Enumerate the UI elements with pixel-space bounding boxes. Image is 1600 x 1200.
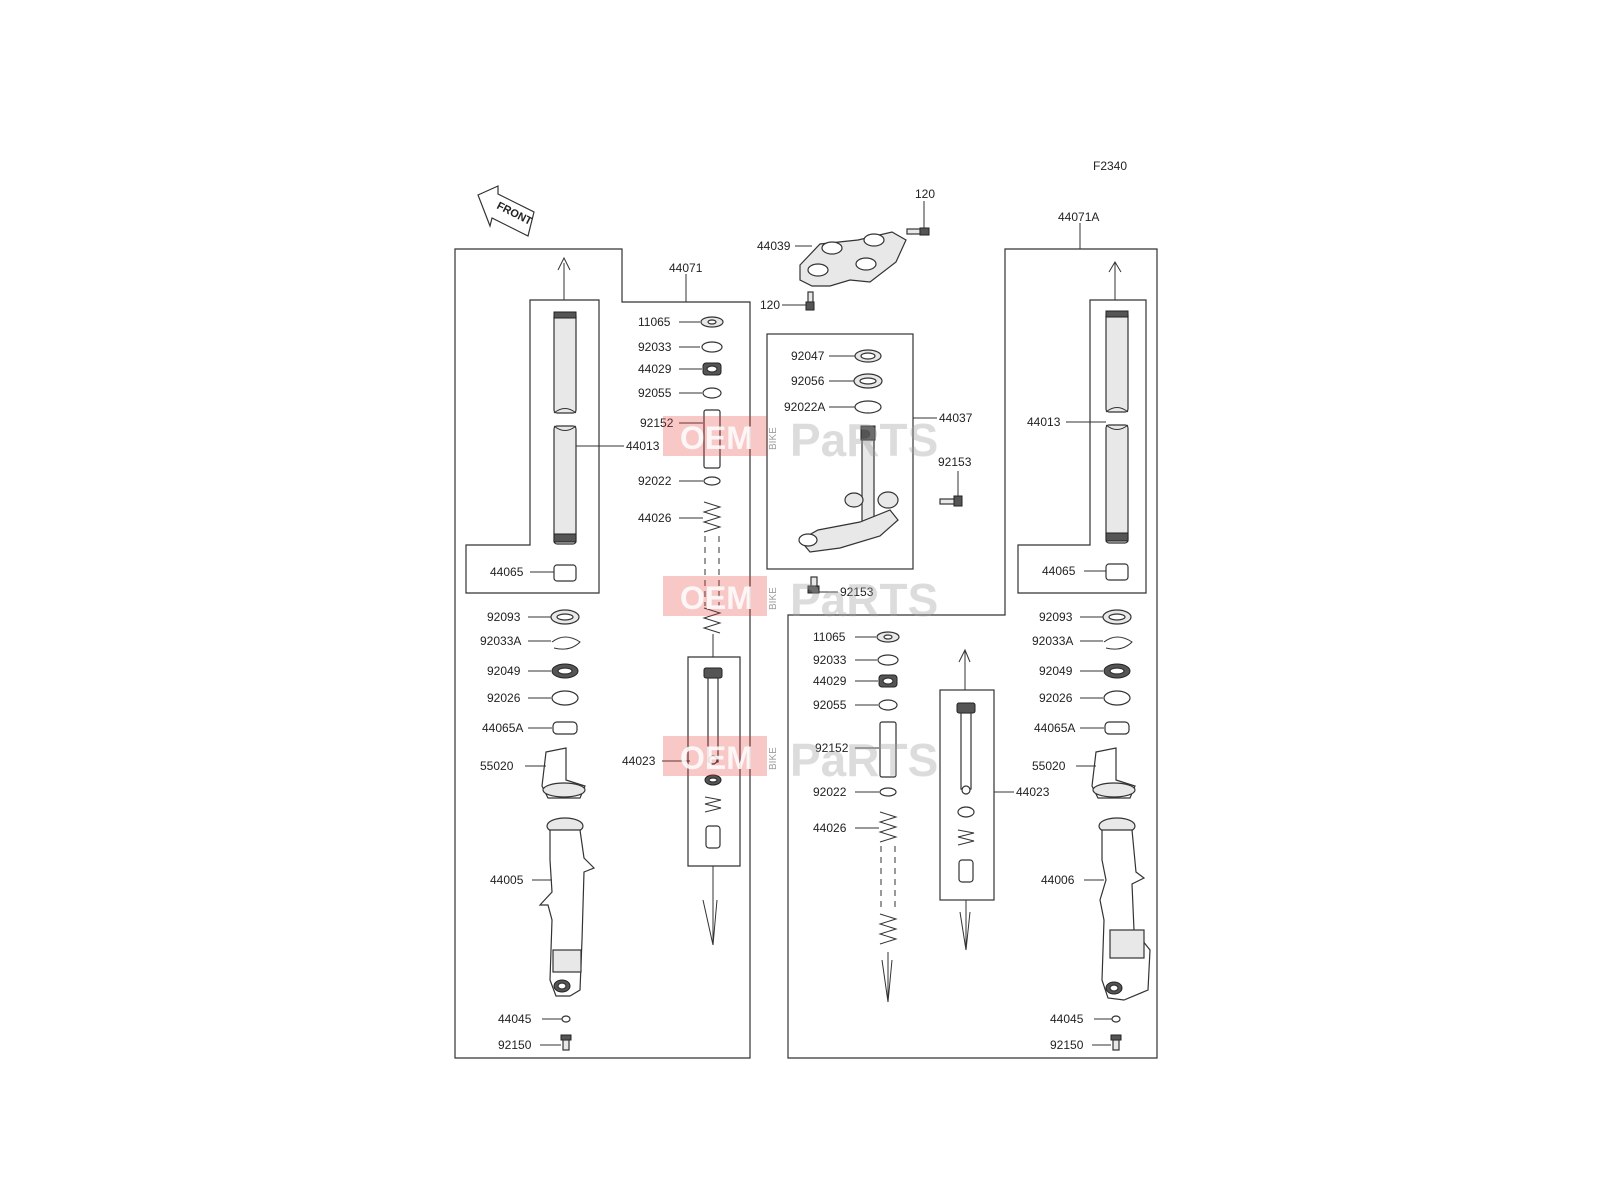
svg-text:BIKE: BIKE bbox=[768, 427, 779, 450]
label-L-44045: 44045 bbox=[498, 1012, 532, 1026]
label-R-44045: 44045 bbox=[1050, 1012, 1084, 1026]
label-R-92093: 92093 bbox=[1039, 610, 1073, 624]
svg-text:BIKE: BIKE bbox=[768, 747, 779, 770]
bolt-120-top bbox=[906, 227, 930, 236]
label-L-92055: 92055 bbox=[638, 386, 672, 400]
label-L-11065: 11065 bbox=[638, 315, 671, 329]
front-arrow-icon: FRONT bbox=[477, 185, 535, 237]
svg-text:OEM: OEM bbox=[680, 740, 753, 776]
label-L-44013: 44013 bbox=[626, 439, 660, 453]
label-120-bottom: 120 bbox=[760, 298, 780, 312]
right-cartridge-44023 bbox=[956, 702, 976, 883]
label-R-92152: 92152 bbox=[815, 741, 849, 755]
label-L-44026: 44026 bbox=[638, 511, 672, 525]
label-L-55020: 55020 bbox=[480, 759, 514, 773]
left-inner-tube bbox=[553, 311, 577, 545]
label-L-44023: 44023 bbox=[622, 754, 656, 768]
bolt-92153-bottom bbox=[807, 576, 820, 594]
watermark-3: OEM BIKE PaRTS bbox=[663, 734, 938, 786]
right-bolt-92150 bbox=[1110, 1034, 1122, 1051]
label-R-44006: 44006 bbox=[1041, 873, 1075, 887]
bolt-120-bottom bbox=[805, 291, 815, 311]
label-44071A: 44071A bbox=[1058, 210, 1099, 224]
left-inner-tube-box bbox=[465, 299, 600, 594]
label-92153-top: 92153 bbox=[938, 455, 972, 469]
label-R-44026: 44026 bbox=[813, 821, 847, 835]
upper-bracket-44039 bbox=[799, 231, 907, 287]
label-L-92152: 92152 bbox=[640, 416, 674, 430]
left-guide-bushing-44065 bbox=[553, 564, 577, 582]
label-R-44023: 44023 bbox=[1016, 785, 1050, 799]
label-L-92049: 92049 bbox=[487, 664, 521, 678]
left-bolt-92150 bbox=[560, 1034, 572, 1051]
left-lower-seals bbox=[550, 609, 581, 735]
left-cartridge-box bbox=[687, 656, 741, 867]
label-R-55020: 55020 bbox=[1032, 759, 1066, 773]
steering-stem-bracket bbox=[798, 425, 899, 553]
label-R-44065A: 44065A bbox=[1034, 721, 1075, 735]
label-L-44065: 44065 bbox=[490, 565, 524, 579]
label-92047: 92047 bbox=[791, 349, 825, 363]
stem-box bbox=[766, 333, 914, 570]
left-washer-44045 bbox=[561, 1015, 571, 1023]
label-120-top: 120 bbox=[915, 187, 935, 201]
right-inner-tube-box bbox=[1017, 299, 1147, 594]
left-outer-tube-44005 bbox=[538, 817, 596, 997]
label-L-92150: 92150 bbox=[498, 1038, 532, 1052]
label-L-92033A: 92033A bbox=[480, 634, 521, 648]
label-L-92026: 92026 bbox=[487, 691, 521, 705]
label-L-92033: 92033 bbox=[638, 340, 672, 354]
label-R-92150: 92150 bbox=[1050, 1038, 1084, 1052]
svg-text:PaRTS: PaRTS bbox=[790, 414, 938, 466]
label-L-44029: 44029 bbox=[638, 362, 672, 376]
label-R-92026: 92026 bbox=[1039, 691, 1073, 705]
right-guide-bushing-44065 bbox=[1105, 563, 1129, 581]
left-guard-55020 bbox=[541, 747, 586, 799]
right-internals bbox=[876, 631, 900, 945]
label-R-11065: 11065 bbox=[813, 630, 846, 644]
label-R-92033: 92033 bbox=[813, 653, 847, 667]
label-44037: 44037 bbox=[939, 411, 973, 425]
left-internals bbox=[700, 316, 724, 634]
watermark-2: OEM BIKE PaRTS bbox=[663, 574, 938, 626]
label-92022A: 92022A bbox=[784, 400, 825, 414]
label-R-92033A: 92033A bbox=[1032, 634, 1073, 648]
label-R-92055: 92055 bbox=[813, 698, 847, 712]
label-L-44065A: 44065A bbox=[482, 721, 523, 735]
label-L-92093: 92093 bbox=[487, 610, 521, 624]
right-outer-tube-44006 bbox=[1098, 817, 1151, 1001]
left-cartridge-44023 bbox=[703, 667, 723, 849]
label-44039: 44039 bbox=[757, 239, 791, 253]
right-lower-seals bbox=[1102, 609, 1133, 735]
stem-seals bbox=[853, 349, 883, 414]
watermark-1: OEM BIKE PaRTS bbox=[663, 414, 938, 466]
right-fork-frame bbox=[787, 248, 1158, 1059]
bolt-92153-top bbox=[939, 495, 963, 507]
label-R-44065: 44065 bbox=[1042, 564, 1076, 578]
label-R-92022: 92022 bbox=[813, 785, 847, 799]
right-washer-44045 bbox=[1111, 1015, 1121, 1023]
label-92153-bottom: 92153 bbox=[840, 585, 874, 599]
label-L-92022: 92022 bbox=[638, 474, 672, 488]
svg-text:OEM: OEM bbox=[680, 420, 753, 456]
label-R-92049: 92049 bbox=[1039, 664, 1073, 678]
right-cartridge-box bbox=[939, 689, 995, 901]
svg-text:BIKE: BIKE bbox=[768, 587, 779, 610]
label-R-44013: 44013 bbox=[1027, 415, 1061, 429]
figure-code: F2340 bbox=[1093, 159, 1127, 173]
label-R-44029: 44029 bbox=[813, 674, 847, 688]
left-fork-frame bbox=[454, 248, 751, 1059]
label-44071: 44071 bbox=[669, 261, 703, 275]
right-guard-55020 bbox=[1091, 747, 1136, 799]
svg-text:PaRTS: PaRTS bbox=[790, 574, 938, 626]
label-L-44005: 44005 bbox=[490, 873, 524, 887]
svg-text:PaRTS: PaRTS bbox=[790, 734, 938, 786]
svg-text:OEM: OEM bbox=[680, 580, 753, 616]
right-inner-tube bbox=[1105, 310, 1129, 544]
label-92056: 92056 bbox=[791, 374, 825, 388]
